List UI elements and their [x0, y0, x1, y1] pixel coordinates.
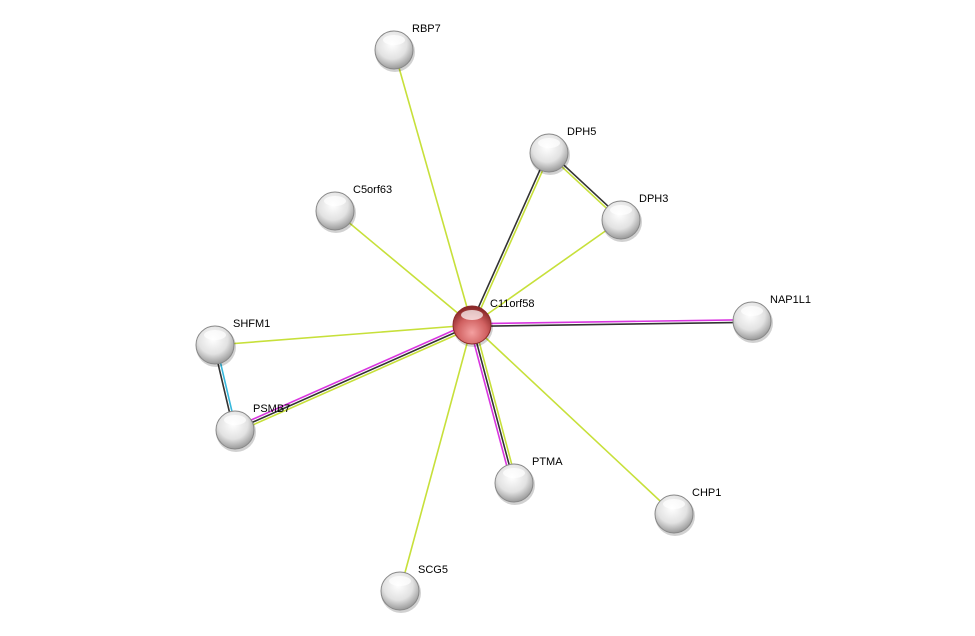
node-label[interactable]: NAP1L1: [770, 294, 811, 306]
edge-line-experiments: [468, 325, 513, 484]
edge-line-textmining: [334, 210, 473, 326]
node-DPH3[interactable]: DPH3: [601, 193, 668, 242]
edge-line-coexpression: [472, 321, 753, 328]
edge-C11orf58-DPH3[interactable]: [471, 219, 622, 326]
node-PTMA[interactable]: PTMA: [494, 456, 563, 505]
node-DPH5[interactable]: DPH5: [529, 126, 596, 175]
edge-line-textmining: [235, 326, 474, 434]
node-highlight: [383, 35, 405, 45]
edge-line-coexpression: [471, 324, 515, 484]
edge-C11orf58-PTMA[interactable]: [468, 324, 518, 484]
node-highlight: [503, 468, 525, 478]
node-highlight: [324, 196, 346, 206]
edge-line-textmining: [471, 219, 622, 326]
edge-line-textmining: [473, 324, 518, 483]
node-highlight: [741, 306, 763, 316]
node-NAP1L1[interactable]: NAP1L1: [732, 294, 811, 343]
node-highlight: [610, 205, 632, 215]
node-highlight: [204, 330, 226, 340]
edge-line-experiments: [471, 318, 752, 325]
edge-C11orf58-DPH5[interactable]: [470, 152, 551, 326]
node-label[interactable]: SCG5: [418, 564, 448, 576]
edge-C11orf58-SHFM1[interactable]: [214, 324, 473, 346]
node-C5orf63[interactable]: C5orf63: [315, 184, 392, 233]
node-highlight: [389, 576, 411, 586]
edge-C11orf58-CHP1[interactable]: [471, 324, 675, 515]
edge-line-textmining: [399, 324, 473, 592]
node-highlight: [224, 415, 246, 425]
node-SHFM1[interactable]: SHFM1: [195, 318, 270, 367]
node-label[interactable]: RBP7: [412, 23, 441, 35]
node-label[interactable]: DPH3: [639, 193, 668, 205]
node-label[interactable]: CHP1: [692, 487, 721, 499]
node-PSMB7[interactable]: PSMB7: [215, 403, 290, 452]
node-SCG5[interactable]: SCG5: [380, 564, 448, 613]
edge-C11orf58-NAP1L1[interactable]: [471, 318, 753, 328]
edge-C11orf58-RBP7[interactable]: [393, 49, 473, 326]
node-label[interactable]: PSMB7: [253, 403, 290, 415]
node-highlight: [461, 310, 483, 320]
node-label[interactable]: PTMA: [532, 456, 563, 468]
edge-line-textmining: [393, 49, 473, 326]
edge-line-coexpression: [234, 324, 473, 431]
edge-line-coexpression: [470, 152, 549, 325]
edge-C11orf58-SCG5[interactable]: [399, 324, 473, 592]
node-C11orf58[interactable]: C11orf58: [452, 298, 534, 347]
node-highlight: [538, 138, 560, 148]
node-CHP1[interactable]: CHP1: [654, 487, 721, 536]
node-label[interactable]: C11orf58: [490, 298, 534, 310]
edge-C11orf58-C5orf63[interactable]: [334, 210, 473, 326]
edge-line-textmining: [472, 153, 551, 326]
edge-line-textmining: [471, 324, 675, 515]
node-label[interactable]: DPH5: [567, 126, 596, 138]
node-label[interactable]: SHFM1: [233, 318, 270, 330]
edge-C11orf58-PSMB7[interactable]: [233, 321, 474, 434]
node-RBP7[interactable]: RBP7: [374, 23, 441, 72]
edge-line-experiments: [233, 321, 472, 429]
node-label[interactable]: C5orf63: [353, 184, 392, 196]
edge-line-textmining: [214, 324, 473, 346]
node-highlight: [663, 499, 685, 509]
